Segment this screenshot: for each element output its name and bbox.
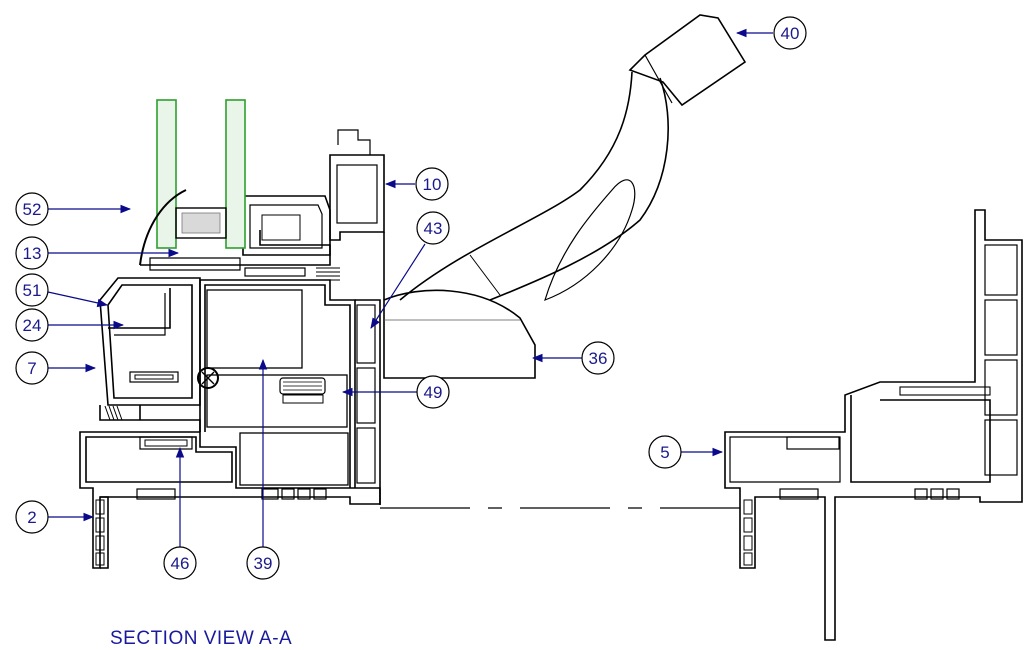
callout-5: 5 bbox=[648, 435, 724, 469]
handle bbox=[383, 14, 747, 379]
callout-2: 2 bbox=[15, 500, 95, 534]
svg-text:43: 43 bbox=[424, 219, 443, 238]
svg-text:52: 52 bbox=[23, 200, 42, 219]
callout-24: 24 bbox=[15, 308, 125, 342]
callout-46: 46 bbox=[163, 446, 197, 580]
svg-text:49: 49 bbox=[424, 383, 443, 402]
svg-text:10: 10 bbox=[423, 175, 442, 194]
callout-36: 36 bbox=[531, 341, 615, 375]
callout-13: 13 bbox=[15, 236, 180, 270]
svg-text:5: 5 bbox=[660, 443, 669, 462]
svg-text:46: 46 bbox=[171, 554, 190, 573]
callout-43: 43 bbox=[370, 211, 450, 329]
svg-text:51: 51 bbox=[23, 281, 42, 300]
svg-text:7: 7 bbox=[27, 359, 36, 378]
callout-39: 39 bbox=[246, 358, 280, 580]
callout-10: 10 bbox=[384, 167, 449, 201]
section-title: SECTION VIEW A-A bbox=[110, 628, 293, 649]
right-frame-profile bbox=[724, 209, 1023, 641]
svg-text:24: 24 bbox=[23, 316, 42, 335]
svg-text:2: 2 bbox=[27, 508, 36, 527]
svg-text:36: 36 bbox=[589, 349, 608, 368]
svg-text:39: 39 bbox=[254, 554, 273, 573]
callout-49: 49 bbox=[341, 375, 450, 409]
callout-7: 7 bbox=[15, 351, 97, 385]
callout-52: 52 bbox=[15, 192, 132, 226]
callout-40: 40 bbox=[735, 16, 807, 50]
left-frame-profile bbox=[79, 129, 385, 569]
double-glazing bbox=[139, 99, 246, 266]
svg-text:40: 40 bbox=[781, 24, 800, 43]
callout-51: 51 bbox=[15, 273, 109, 308]
svg-text:13: 13 bbox=[23, 244, 42, 263]
